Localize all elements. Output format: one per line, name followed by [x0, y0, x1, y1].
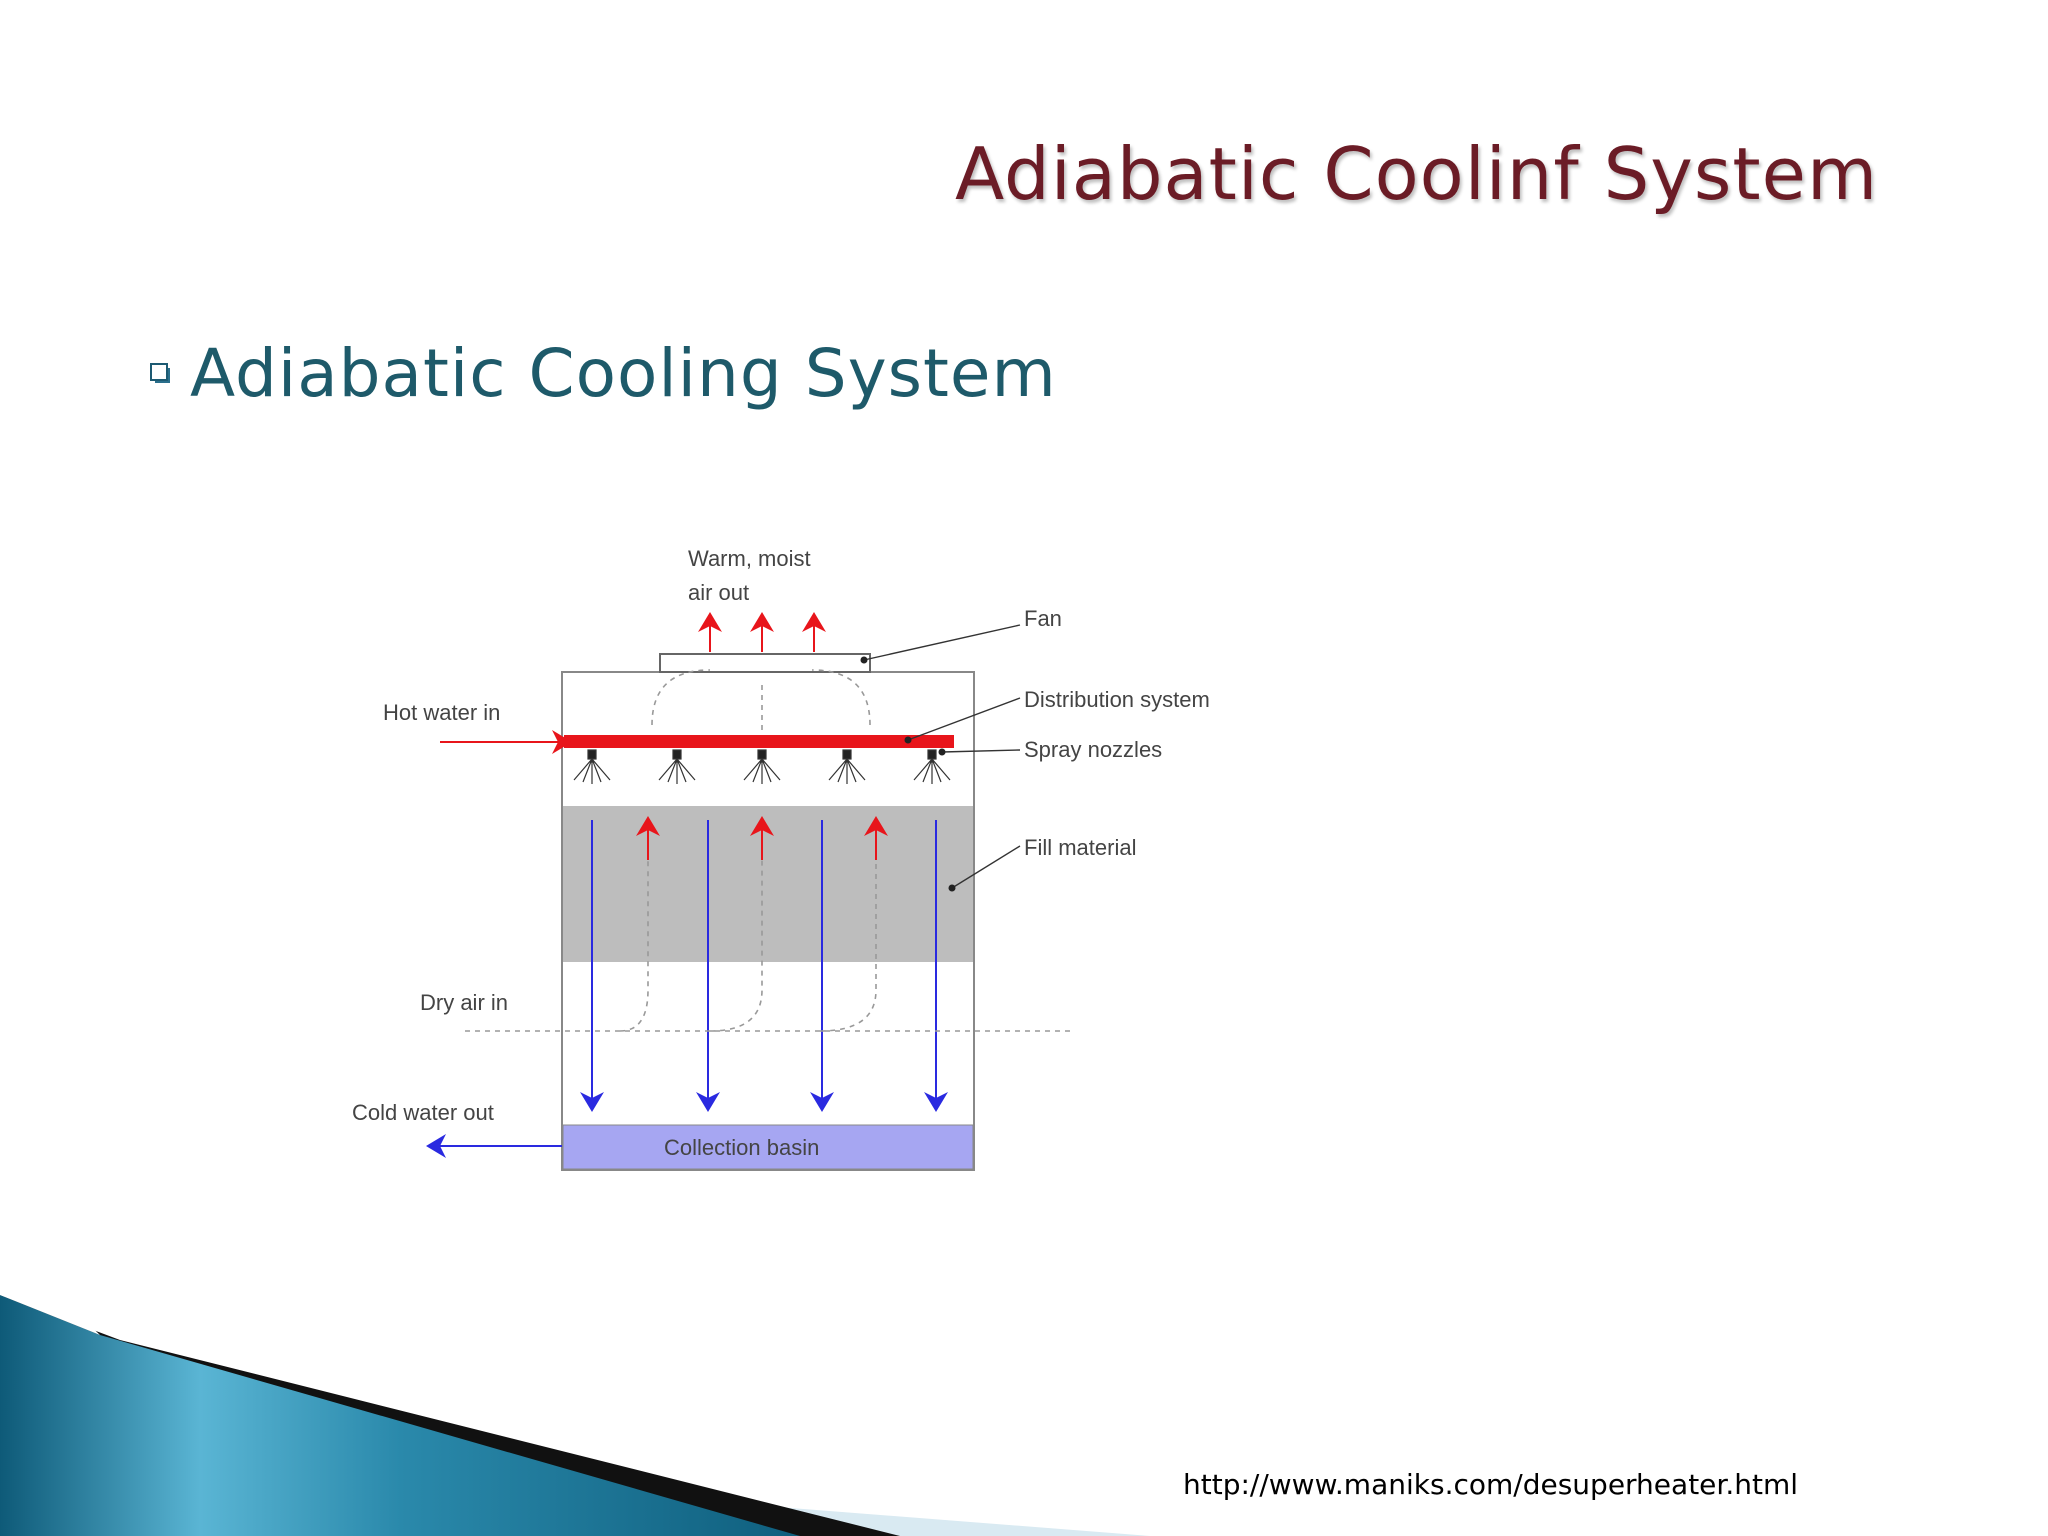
air-up-arrows	[636, 612, 888, 860]
label-warm-air-1: Warm, moist	[688, 546, 811, 571]
cooling-tower-diagram: Warm, moist air out Fan Distribution sys…	[352, 546, 1210, 1171]
water-flow-arrows	[580, 820, 948, 1112]
label-fill: Fill material	[1024, 835, 1136, 860]
bullet-item: Adiabatic Cooling System	[150, 335, 1057, 412]
label-warm-air-2: air out	[688, 580, 749, 605]
air-flow-paths	[465, 669, 1075, 1032]
label-basin: Collection basin	[664, 1135, 819, 1160]
distribution-pipe	[564, 735, 954, 748]
label-distribution: Distribution system	[1024, 687, 1210, 712]
fill-material-block	[563, 806, 973, 962]
bullet-text: Adiabatic Cooling System	[190, 335, 1057, 412]
fan-housing	[659, 653, 871, 673]
label-hot-water: Hot water in	[383, 700, 500, 725]
square-bullet-icon	[150, 362, 172, 385]
spray-nozzles	[573, 749, 951, 784]
label-fan: Fan	[1024, 606, 1062, 631]
label-dry-air: Dry air in	[420, 990, 508, 1015]
source-url: http://www.maniks.com/desuperheater.html	[1183, 1468, 1799, 1501]
decorative-swoosh	[0, 1240, 1150, 1536]
leader-lines	[860, 624, 1021, 892]
label-spray: Spray nozzles	[1024, 737, 1162, 762]
slide-title: Adiabatic Coolinf System	[955, 132, 1879, 216]
label-cold-water: Cold water out	[352, 1100, 494, 1125]
collection-basin	[562, 1124, 974, 1170]
